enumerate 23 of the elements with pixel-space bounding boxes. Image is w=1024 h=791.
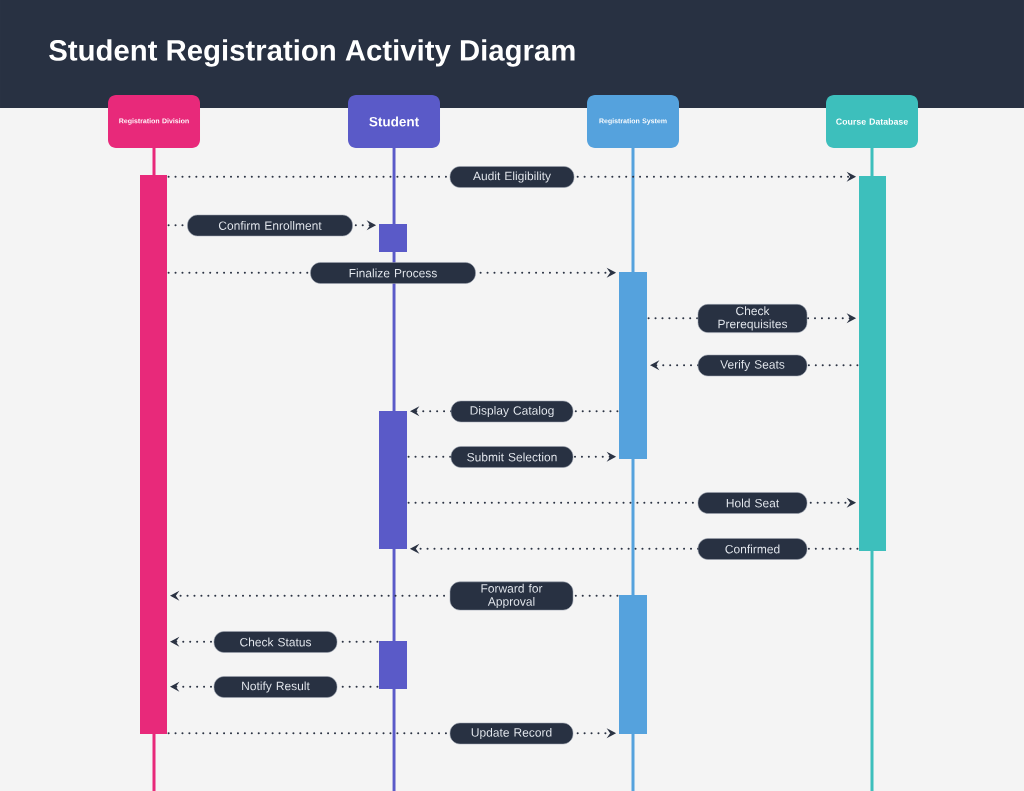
title: Student Registration Activity Diagram <box>49 39 575 67</box>
edge-label: Audit Eligibility <box>449 166 575 188</box>
activation-bar <box>619 595 647 734</box>
edge-label: Verify Seats <box>697 354 808 377</box>
edge-label: Check Prerequisites <box>697 304 808 333</box>
activation-bar <box>859 176 886 551</box>
participant-box: Course Database <box>826 95 918 148</box>
edge-label: Submit Selection <box>450 446 574 468</box>
activation-bar <box>379 224 407 252</box>
activation-bar <box>379 641 407 689</box>
edge-label: Display Catalog <box>450 400 574 423</box>
edge-label: Check Status <box>213 631 338 653</box>
activation-bar <box>140 175 167 734</box>
activation-bar <box>379 411 407 549</box>
edge-label: Hold Seat <box>697 492 808 514</box>
participant-box: Student <box>348 95 440 148</box>
edge-label: Confirmed <box>697 538 808 560</box>
edge-label: Update Record <box>449 722 574 745</box>
edge-label: Confirm Enrollment <box>187 214 353 237</box>
edge-label: Forward for Approval <box>449 581 574 611</box>
edge-label: Notify Result <box>213 676 338 698</box>
edge-label: Finalize Process <box>310 262 476 284</box>
activation-bar <box>619 272 647 459</box>
